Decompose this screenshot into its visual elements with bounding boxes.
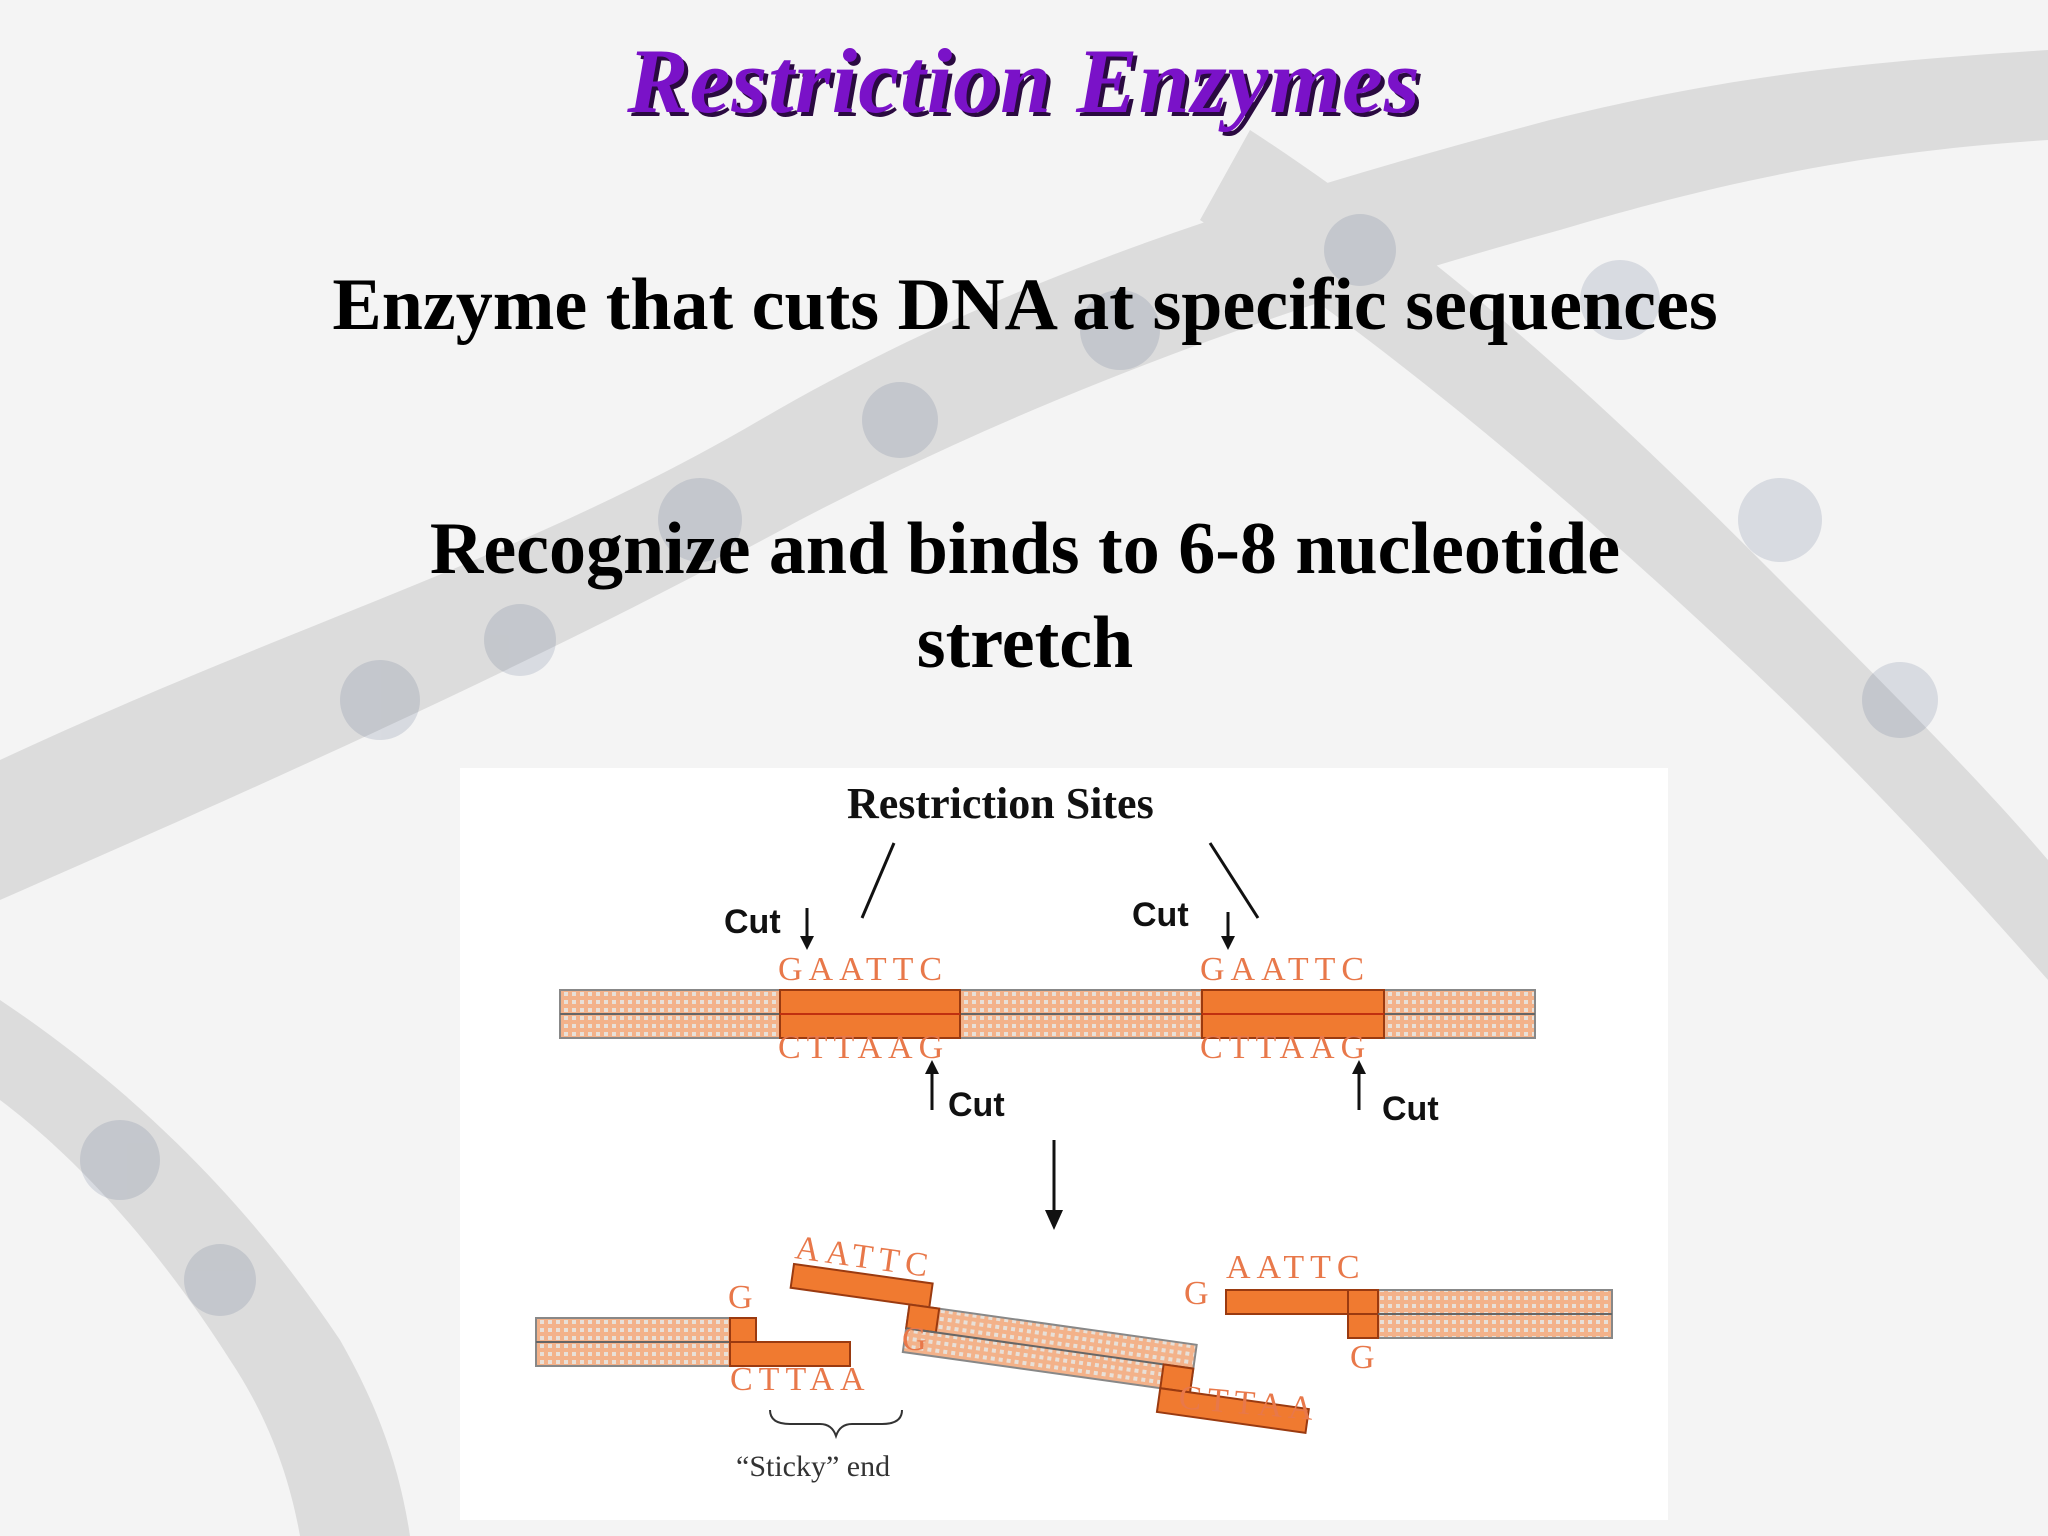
bullet-recognition-length: Recognize and binds to 6-8 nucleotide st… bbox=[429, 508, 1621, 684]
cut-label-top-right: Cut bbox=[1132, 896, 1189, 934]
process-arrowhead bbox=[1045, 1210, 1063, 1230]
right-fragment bbox=[1225, 1289, 1613, 1339]
cut-label-bottom-left: Cut bbox=[948, 1086, 1005, 1124]
site2-bottom-sequence: CTTAAG bbox=[1200, 1029, 1371, 1066]
title-pointer-left bbox=[860, 842, 896, 919]
cut-arrowhead-bottom-left bbox=[925, 1060, 939, 1074]
figure-title: Restriction Sites bbox=[847, 779, 1154, 828]
site2-top-sequence: GAATTC bbox=[1200, 951, 1370, 988]
cut-arrowhead-bottom-right bbox=[1352, 1060, 1366, 1074]
site1-bottom-sequence: CTTAAG bbox=[778, 1029, 949, 1066]
site1-top-sequence: GAATTC bbox=[778, 951, 948, 988]
left-fragment-g: G bbox=[728, 1279, 759, 1316]
right-fragment-g: G bbox=[1350, 1339, 1381, 1376]
middle-fragment-g-left: G bbox=[902, 1321, 933, 1358]
middle-fragment-g-right: G bbox=[1184, 1275, 1215, 1312]
slide-title: Restriction Enzymes bbox=[627, 30, 1421, 132]
middle-fragment bbox=[789, 1262, 1310, 1434]
cut-arrowhead-top-right bbox=[1221, 936, 1235, 950]
sticky-end-label: “Sticky” end bbox=[736, 1450, 890, 1483]
cut-arrowhead-top-left bbox=[800, 936, 814, 950]
cut-label-top-left: Cut bbox=[724, 903, 781, 941]
restriction-sites-figure: Restriction Sites Cut Cut GAATTC GAATTC … bbox=[460, 768, 1668, 1520]
left-fragment-overhang: CTTAA bbox=[730, 1361, 871, 1398]
sticky-end-brace bbox=[769, 1409, 903, 1440]
cut-label-bottom-right: Cut bbox=[1382, 1090, 1439, 1128]
title-pointer-right bbox=[1208, 842, 1260, 919]
middle-fragment-overhang-bottom: CTTAA bbox=[1177, 1379, 1320, 1428]
right-fragment-overhang: AATTC bbox=[1226, 1249, 1366, 1286]
bullet-enzyme-definition: Enzyme that cuts DNA at specific sequenc… bbox=[332, 264, 1718, 346]
left-fragment bbox=[535, 1317, 851, 1367]
intact-dna-strand bbox=[559, 989, 1536, 1039]
